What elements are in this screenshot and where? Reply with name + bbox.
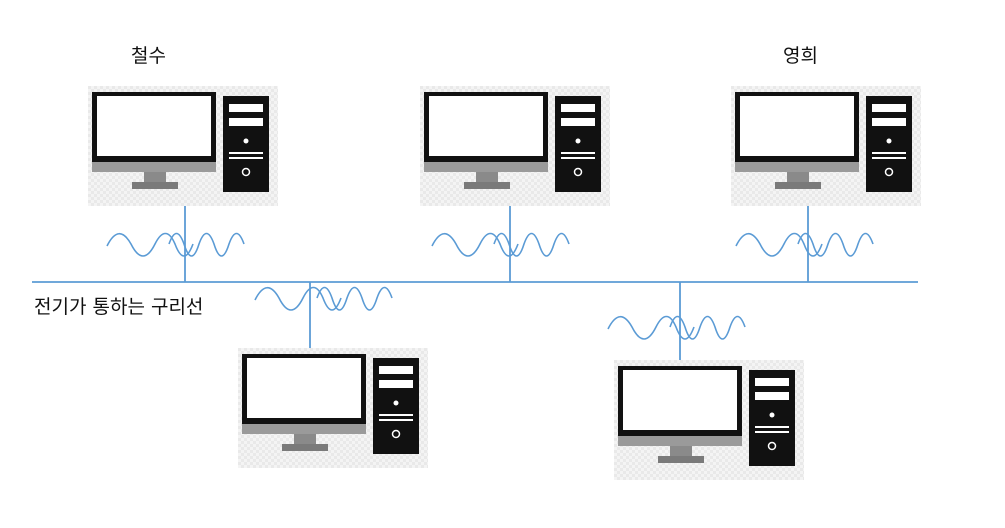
person-a-label: 철수: [131, 45, 166, 67]
desktop-computer-icon: [87, 85, 279, 207]
signal-wave-icon: [735, 232, 874, 257]
desktop-computer-icon: [613, 359, 805, 481]
desktop-computer-icon: [237, 347, 429, 469]
wire-label: 전기가 통하는 구리선: [34, 296, 204, 318]
desktop-computer-icon: [419, 85, 611, 207]
signal-wave-icon: [106, 232, 245, 257]
signal-wave-icon: [254, 286, 393, 311]
desktop-computer-icon: [730, 85, 922, 207]
person-b-label: 영희: [783, 45, 818, 67]
signal-wave-icon: [607, 315, 746, 340]
signal-wave-icon: [431, 232, 570, 257]
